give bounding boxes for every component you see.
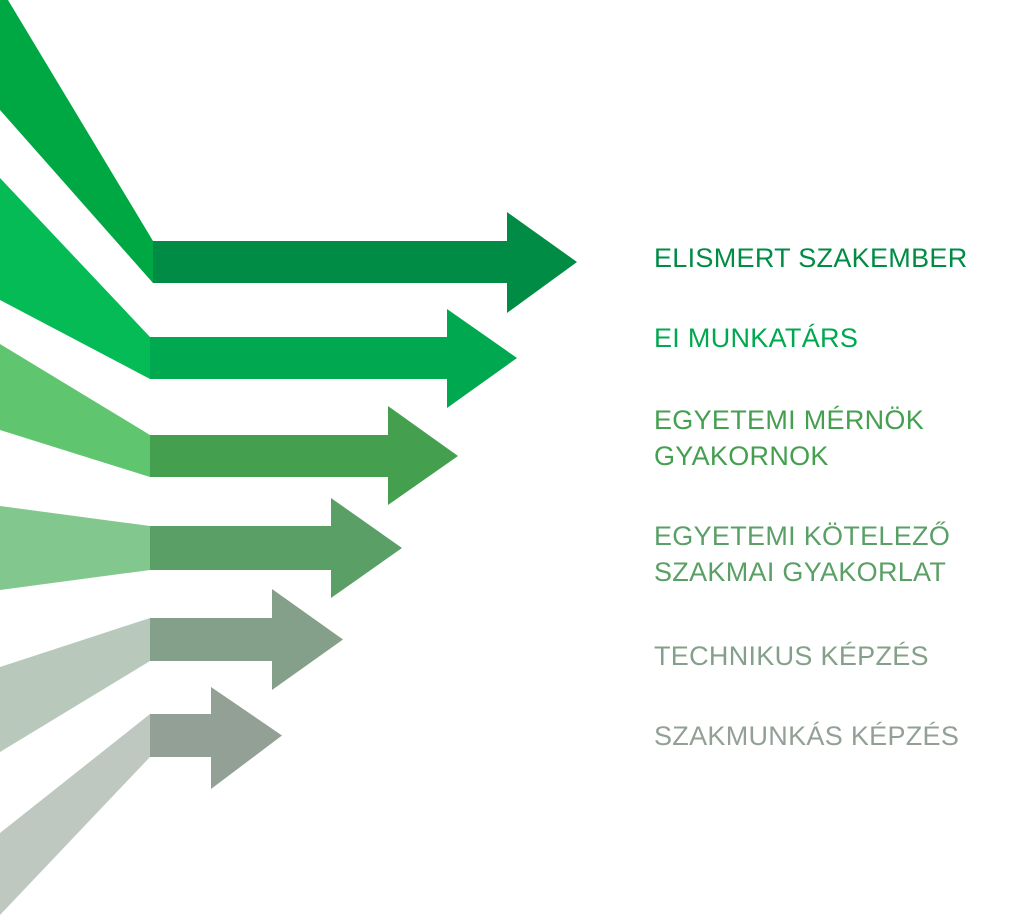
label-level-5: TECHNIKUS KÉPZÉS bbox=[654, 638, 929, 674]
arrow-right-icon bbox=[150, 309, 517, 408]
arrow-right-icon bbox=[150, 406, 458, 505]
label-line: ELISMERT SZAKEMBER bbox=[654, 243, 968, 273]
label-level-6: SZAKMUNKÁS KÉPZÉS bbox=[654, 718, 959, 754]
label-line: EGYETEMI MÉRNÖK bbox=[654, 405, 925, 435]
label-level-1: ELISMERT SZAKEMBER bbox=[654, 240, 968, 276]
label-level-2: EI MUNKATÁRS bbox=[654, 320, 858, 356]
arrow-tail bbox=[0, 714, 150, 915]
arrow-right-icon bbox=[150, 687, 282, 789]
arrow-tail bbox=[0, 618, 150, 752]
arrow-tail bbox=[0, 178, 150, 379]
arrow-right-icon bbox=[150, 498, 402, 598]
label-line: SZAKMUNKÁS KÉPZÉS bbox=[654, 721, 960, 751]
label-line: GYAKORNOK bbox=[654, 441, 829, 471]
arrow-right-icon bbox=[153, 212, 577, 313]
label-level-3: EGYETEMI MÉRNÖK GYAKORNOK bbox=[654, 402, 924, 474]
label-line: TECHNIKUS KÉPZÉS bbox=[654, 641, 929, 671]
arrow-tail bbox=[0, 344, 150, 477]
label-line: EI MUNKATÁRS bbox=[654, 323, 859, 353]
label-level-4: EGYETEMI KÖTELEZŐ SZAKMAI GYAKORLAT bbox=[654, 518, 950, 590]
label-line: EGYETEMI KÖTELEZŐ bbox=[654, 521, 951, 551]
arrow-tail bbox=[0, 506, 150, 590]
label-line: SZAKMAI GYAKORLAT bbox=[654, 557, 947, 587]
arrow-right-icon bbox=[150, 589, 343, 690]
arrow-tail bbox=[0, 0, 153, 283]
